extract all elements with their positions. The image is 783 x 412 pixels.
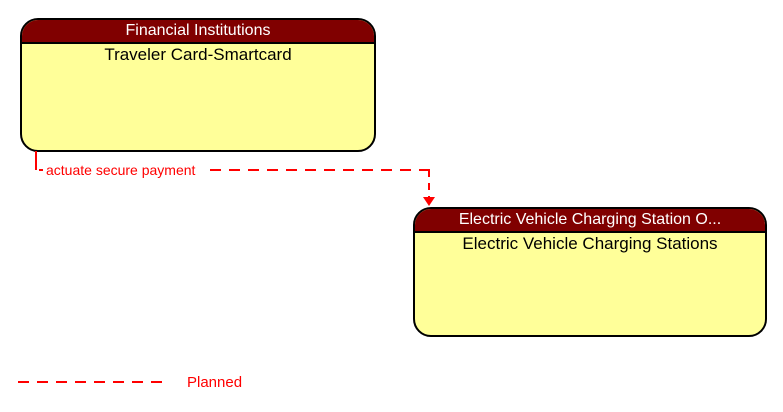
entity-body-traveler-card-smartcard: Traveler Card-Smartcard: [104, 45, 292, 64]
entity-body-ev-charging-stations: Electric Vehicle Charging Stations: [462, 234, 718, 253]
entity-box-electric-vehicle-charging-stations[interactable]: Electric Vehicle Charging Station O... E…: [413, 207, 767, 337]
connector-flow-label: actuate secure payment: [46, 162, 196, 178]
entity-header-ev-charging-station-operators: Electric Vehicle Charging Station O...: [415, 209, 765, 233]
legend-planned-dashed-line: [18, 381, 170, 383]
connector-stub-line: [35, 151, 37, 170]
entity-box-traveler-card-smartcard[interactable]: Financial Institutions Traveler Card-Sma…: [20, 18, 376, 152]
entity-header-financial-institutions: Financial Institutions: [22, 20, 374, 44]
connector-lead-dash: [39, 169, 43, 171]
connector-horizontal-dashed-line: [210, 169, 430, 171]
connector-arrowhead-down-icon: [423, 197, 435, 206]
legend-planned-label: Planned: [187, 374, 243, 391]
connector-vertical-dashed-line: [428, 170, 430, 197]
